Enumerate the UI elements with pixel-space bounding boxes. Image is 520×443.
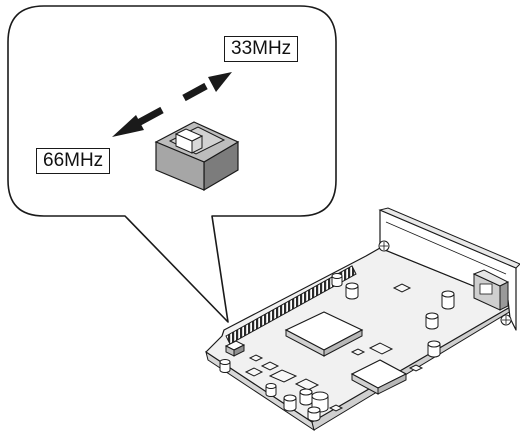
- arrow-to-33mhz: [182, 72, 232, 102]
- secondary-chip: [350, 359, 408, 395]
- port-connector: [472, 269, 510, 311]
- smd-components: [244, 283, 424, 412]
- label-66mhz: 66MHz: [36, 148, 111, 174]
- onboard-switch: [224, 340, 246, 357]
- label-33mhz: 33MHz: [224, 36, 299, 62]
- edge-connector: [225, 265, 357, 345]
- arrow-to-66mhz: [112, 106, 164, 137]
- capacitors: [219, 273, 455, 422]
- main-chip: [284, 311, 364, 357]
- switch-front-face: [155, 141, 205, 191]
- pci-card: [205, 207, 520, 432]
- frequency-slide-switch: [154, 121, 240, 192]
- switch-knob-top: [174, 128, 204, 142]
